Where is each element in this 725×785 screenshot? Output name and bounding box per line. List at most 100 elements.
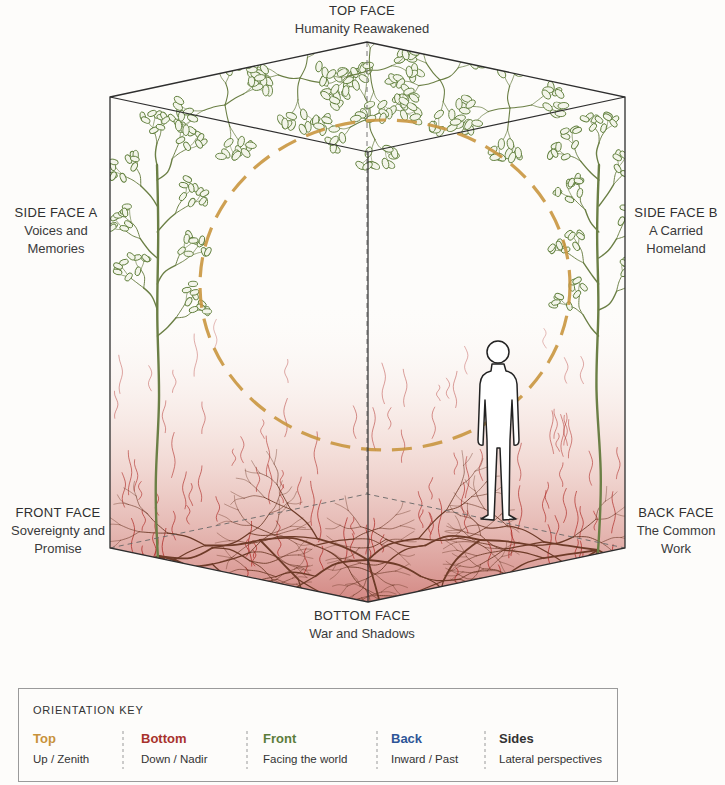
root-line <box>71 569 104 590</box>
leaf-shape <box>506 138 515 150</box>
branch-line <box>473 63 484 65</box>
root-line <box>183 666 195 683</box>
leaf-shape <box>121 207 129 217</box>
wave-line <box>556 433 560 452</box>
leaf-shape <box>141 253 151 263</box>
leaf-shape <box>628 156 638 163</box>
wave-line <box>578 541 582 579</box>
wave-line <box>488 541 492 569</box>
root-line <box>37 563 65 570</box>
root-line <box>192 599 227 617</box>
root-line <box>340 525 360 528</box>
root-line <box>467 557 484 569</box>
root-line <box>500 658 509 670</box>
root-line <box>250 483 264 498</box>
branch-line <box>508 108 510 130</box>
leaf-shape <box>467 40 479 51</box>
wave-line <box>187 505 190 524</box>
root-line <box>701 630 705 644</box>
leaf-shape <box>130 155 140 162</box>
root-line <box>3 564 16 570</box>
leaf-shape <box>119 172 127 183</box>
leaf-shape <box>325 68 337 80</box>
root-line <box>601 537 621 542</box>
root-line <box>120 525 139 532</box>
root-line <box>327 559 341 563</box>
root-line <box>466 604 470 618</box>
root-line <box>477 550 505 555</box>
root-line <box>587 588 606 596</box>
leaf-shape <box>408 92 420 104</box>
wave-line <box>232 449 236 466</box>
branch-line <box>210 61 218 69</box>
root-line <box>134 481 137 496</box>
branch-line <box>581 161 599 180</box>
root-line <box>482 617 502 620</box>
root-line <box>9 589 23 595</box>
root-line <box>340 656 347 669</box>
legend-separator <box>485 731 486 769</box>
root-line <box>489 650 497 662</box>
root-line <box>476 631 486 642</box>
root-line <box>223 546 232 558</box>
root-line <box>517 673 530 681</box>
leaf-shape <box>588 122 598 132</box>
branch-line <box>204 105 225 110</box>
root-line <box>291 509 318 538</box>
root-line <box>12 607 26 610</box>
face-subtitle: War and Shadows <box>262 625 462 643</box>
root-line <box>483 650 497 653</box>
tree-trunk <box>156 165 159 560</box>
root-line <box>248 581 266 603</box>
leaf-shape <box>213 51 224 58</box>
leaf-shape <box>329 83 340 95</box>
root-line <box>43 630 45 645</box>
root-line <box>248 570 276 577</box>
face-title: SIDE FACE B <box>631 204 721 222</box>
root-line <box>305 646 312 665</box>
wave-line <box>548 524 551 567</box>
leaf-shape <box>338 132 346 144</box>
root-line <box>395 659 405 670</box>
wave-line <box>446 378 449 399</box>
wave-line <box>268 465 272 505</box>
root-line <box>684 586 700 610</box>
root-line <box>244 496 265 499</box>
root-line <box>380 526 400 529</box>
branch-line <box>488 108 510 112</box>
root-line <box>247 637 254 656</box>
branch-line <box>632 226 645 229</box>
root-line <box>245 471 260 473</box>
root-line <box>212 564 248 580</box>
wave-line <box>437 385 441 401</box>
root-line <box>295 566 309 569</box>
root-line <box>109 550 121 559</box>
root-line <box>274 631 288 635</box>
root-line <box>192 599 199 638</box>
leaf-shape <box>182 174 193 183</box>
root-line <box>464 453 473 465</box>
cube-edges <box>110 42 625 602</box>
root-line <box>460 525 479 532</box>
root-line <box>711 592 725 595</box>
root-line <box>229 615 252 632</box>
leaf-shape <box>189 237 199 243</box>
leaf-shape <box>147 109 157 117</box>
root-line <box>485 527 505 529</box>
root-line <box>400 520 414 526</box>
root-line <box>470 589 484 604</box>
root-line <box>617 566 631 571</box>
leaf-shape <box>479 55 491 67</box>
leaf-shape <box>619 150 629 160</box>
root-line <box>144 584 151 603</box>
legend-separator <box>377 731 378 769</box>
face-title: BOTTOM FACE <box>262 607 462 625</box>
root-line <box>417 646 426 664</box>
branch-line <box>595 128 600 143</box>
root-line <box>587 588 596 606</box>
root-line <box>402 531 414 539</box>
root-line <box>711 594 725 606</box>
root-line <box>214 580 229 582</box>
root-line <box>119 595 133 598</box>
wave-line <box>371 518 375 555</box>
